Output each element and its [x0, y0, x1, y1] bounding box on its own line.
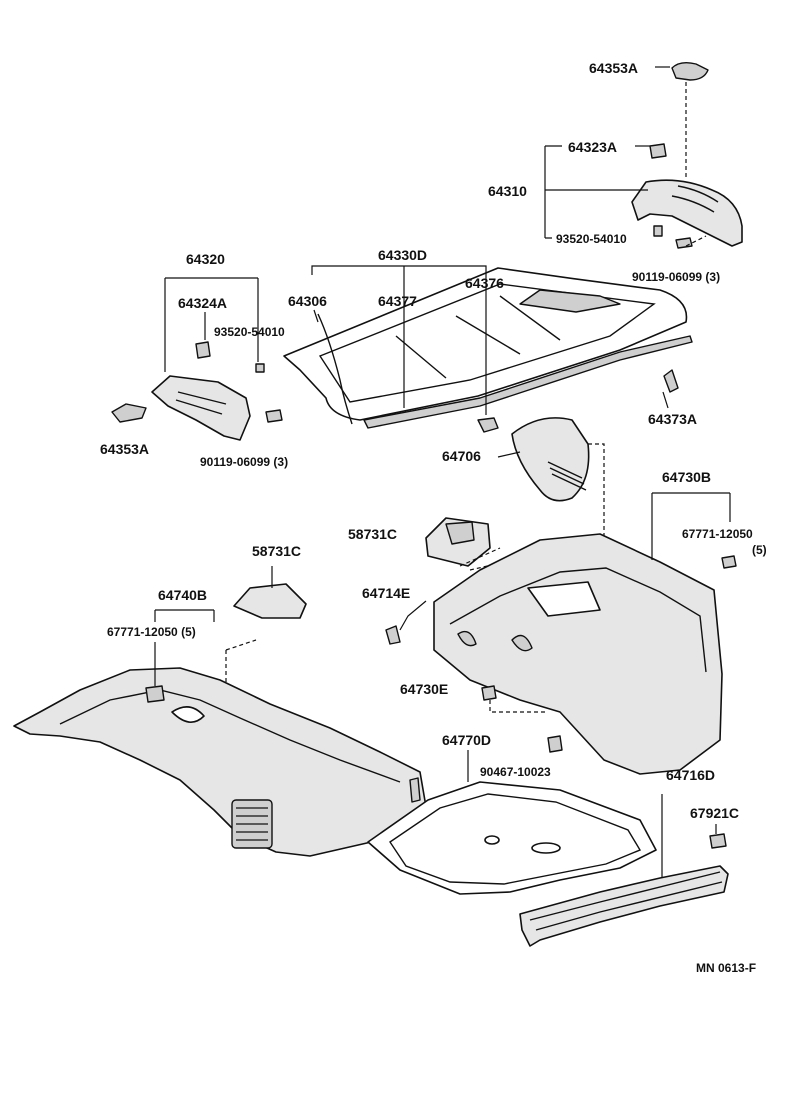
callout-64320: 64320 [186, 251, 225, 267]
callout-67771-left: 67771-12050 (5) [107, 625, 196, 639]
callout-64353A-left: 64353A [100, 441, 149, 457]
speaker-cover-left-assembly [111, 341, 283, 441]
callout-93520-right: 93520-54010 [556, 232, 627, 246]
tray-window-shape [519, 289, 621, 313]
callout-64373A: 64373A [648, 411, 697, 427]
cover-58731C-left-shape [233, 583, 307, 619]
package-tray-64330D [283, 267, 693, 433]
screw-93520-left-shape [255, 363, 265, 373]
callout-64306: 64306 [288, 293, 327, 309]
callout-93520-left: 93520-54010 [214, 325, 285, 339]
screw-90119-left-shape [265, 409, 283, 423]
speaker-cover-64310-shape [631, 179, 743, 247]
cap-64353A-top-shape [671, 61, 709, 81]
callout-64323A: 64323A [568, 139, 617, 155]
callout-64376: 64376 [465, 275, 504, 291]
speaker-cover-right-assembly [631, 61, 743, 249]
callout-64330D: 64330D [378, 247, 427, 263]
callout-64730E: 64730E [400, 681, 448, 697]
trunk-mat-64770D-shape [367, 781, 657, 895]
callout-64706: 64706 [442, 448, 481, 464]
clip-64323A-shape [649, 143, 667, 159]
callout-67771-right: 67771-12050 [682, 527, 753, 541]
trim-strip-64377-shape [363, 335, 693, 429]
cover-64706-shape [511, 417, 590, 502]
screw-93520-right-shape [653, 225, 663, 237]
callout-67771-right-qty: (5) [752, 543, 767, 557]
callout-58731C-left: 58731C [252, 543, 301, 559]
callout-64310: 64310 [488, 183, 527, 199]
callout-64377: 64377 [378, 293, 417, 309]
callout-64714E: 64714E [362, 585, 410, 601]
cap-64353A-left-shape [111, 403, 147, 423]
clip-64324A-shape [195, 341, 211, 359]
callout-67921C: 67921C [690, 805, 739, 821]
callout-64730B: 64730B [662, 469, 711, 485]
callout-64716D: 64716D [666, 767, 715, 783]
callout-90119-right: 90119-06099 (3) [632, 270, 720, 284]
callout-90119-left: 90119-06099 (3) [200, 455, 288, 469]
callout-64324A: 64324A [178, 295, 227, 311]
callout-90467: 90467-10023 [480, 765, 551, 779]
callout-64770D: 64770D [442, 732, 491, 748]
callout-58731C-center: 58731C [348, 526, 397, 542]
callout-64740B: 64740B [158, 587, 207, 603]
callout-64353A-top: 64353A [589, 60, 638, 76]
trunk-trim-right-64730B [385, 533, 737, 775]
diagram-code: MN 0613-F [696, 961, 756, 975]
